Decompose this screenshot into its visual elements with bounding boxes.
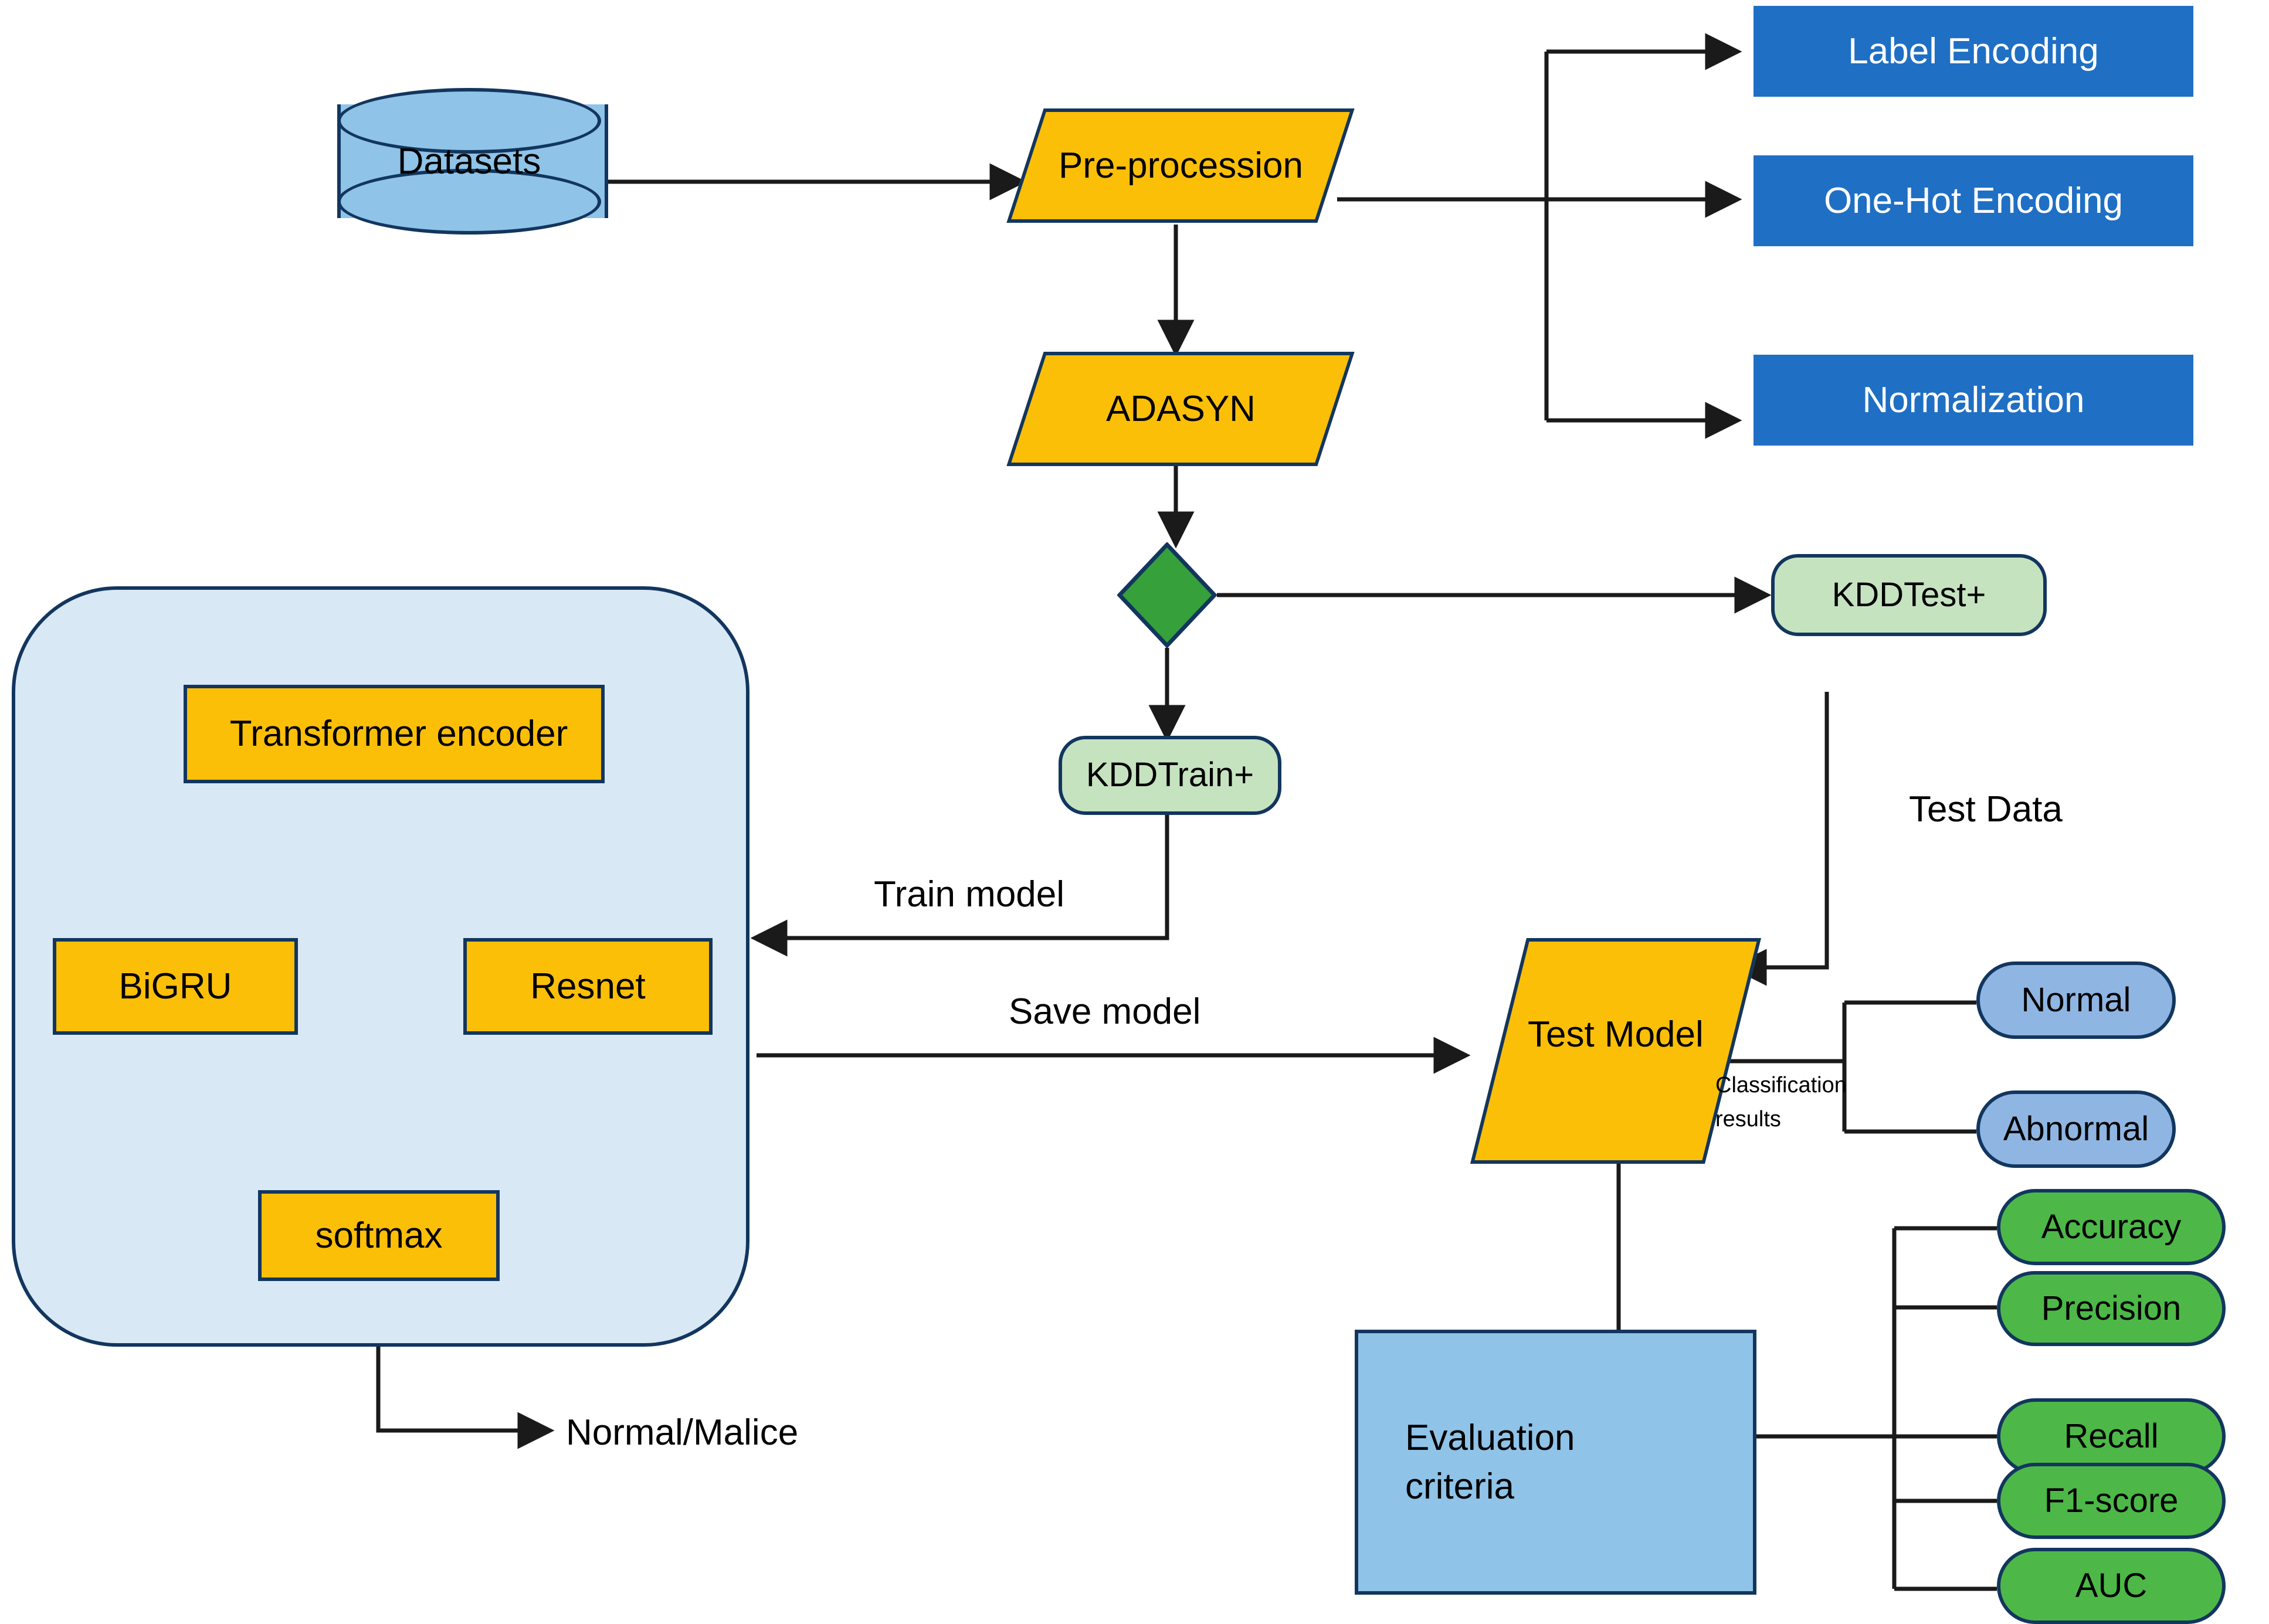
evaluation-criteria-line2: criteria: [1405, 1466, 1515, 1507]
split-diamond[interactable]: [1117, 541, 1217, 649]
preprocessing-step-label-encoding[interactable]: Label Encoding: [1754, 6, 2193, 97]
recall-label: Recall: [2064, 1416, 2159, 1455]
pre-procession-node[interactable]: Pre-procession: [1006, 108, 1355, 223]
kddtest-label: KDDTest+: [1832, 575, 1986, 614]
pre-procession-label: Pre-procession: [1058, 145, 1303, 186]
bigru-node[interactable]: BiGRU: [53, 938, 298, 1035]
kddtest-node[interactable]: KDDTest+: [1771, 554, 2047, 636]
abnormal-label: Abnormal: [2003, 1109, 2149, 1148]
classification-result-normal[interactable]: Normal: [1976, 962, 2176, 1039]
bigru-label: BiGRU: [118, 966, 232, 1007]
one-hot-encoding-label: One-Hot Encoding: [1823, 180, 2124, 221]
metric-accuracy[interactable]: Accuracy: [1997, 1189, 2226, 1265]
evaluation-criteria-line1: Evaluation: [1405, 1417, 1575, 1458]
edge-label-classification-results-line1: Classification: [1715, 1073, 1847, 1098]
metric-f1-score[interactable]: F1-score: [1997, 1463, 2226, 1539]
softmax-label: softmax: [315, 1215, 443, 1256]
edge-train-model: [750, 815, 1169, 957]
adasyn-label: ADASYN: [1105, 388, 1256, 429]
edge-label-save-model: Save model: [1009, 991, 1201, 1032]
cylinder-bottom: [337, 169, 601, 235]
accuracy-label: Accuracy: [2041, 1207, 2182, 1246]
transformer-encoder-label: Transformer encoder: [229, 714, 568, 755]
kddtrain-label: KDDTrain+: [1086, 756, 1254, 794]
test-model-label: Test Model: [1528, 1014, 1704, 1055]
evaluation-criteria-node[interactable]: Evaluation criteria: [1355, 1330, 1756, 1595]
kddtrain-node[interactable]: KDDTrain+: [1059, 736, 1281, 815]
metric-auc[interactable]: AUC: [1997, 1548, 2226, 1624]
edge-label-test-data: Test Data: [1909, 789, 2063, 830]
edge-label-normal-malice: Normal/Malice: [566, 1412, 799, 1453]
metric-recall[interactable]: Recall: [1997, 1398, 2226, 1474]
resnet-label: Resnet: [530, 966, 646, 1007]
datasets-cylinder[interactable]: Datasets: [337, 88, 608, 235]
edge-label-train-model: Train model: [874, 874, 1065, 915]
transformer-encoder-node[interactable]: Transformer encoder: [184, 685, 605, 783]
normalization-label: Normalization: [1862, 379, 2085, 420]
preprocessing-step-normalization[interactable]: Normalization: [1754, 355, 2193, 446]
softmax-node[interactable]: softmax: [258, 1190, 500, 1281]
cylinder-top: [337, 88, 601, 154]
metric-precision[interactable]: Precision: [1997, 1271, 2226, 1346]
adasyn-node[interactable]: ADASYN: [1006, 352, 1355, 466]
normal-label: Normal: [2021, 980, 2131, 1019]
f1-score-label: F1-score: [2044, 1481, 2179, 1520]
datasets-label: Datasets: [397, 141, 541, 182]
edge-label-classification-results-line2: results: [1715, 1107, 1781, 1132]
auc-label: AUC: [2075, 1566, 2148, 1605]
classification-result-abnormal[interactable]: Abnormal: [1976, 1090, 2176, 1168]
resnet-node[interactable]: Resnet: [463, 938, 713, 1035]
precision-label: Precision: [2041, 1289, 2182, 1327]
edge-test-data: [1729, 692, 1829, 986]
label-encoding-label: Label Encoding: [1848, 30, 2099, 72]
preprocessing-step-one-hot-encoding[interactable]: One-Hot Encoding: [1754, 155, 2193, 246]
